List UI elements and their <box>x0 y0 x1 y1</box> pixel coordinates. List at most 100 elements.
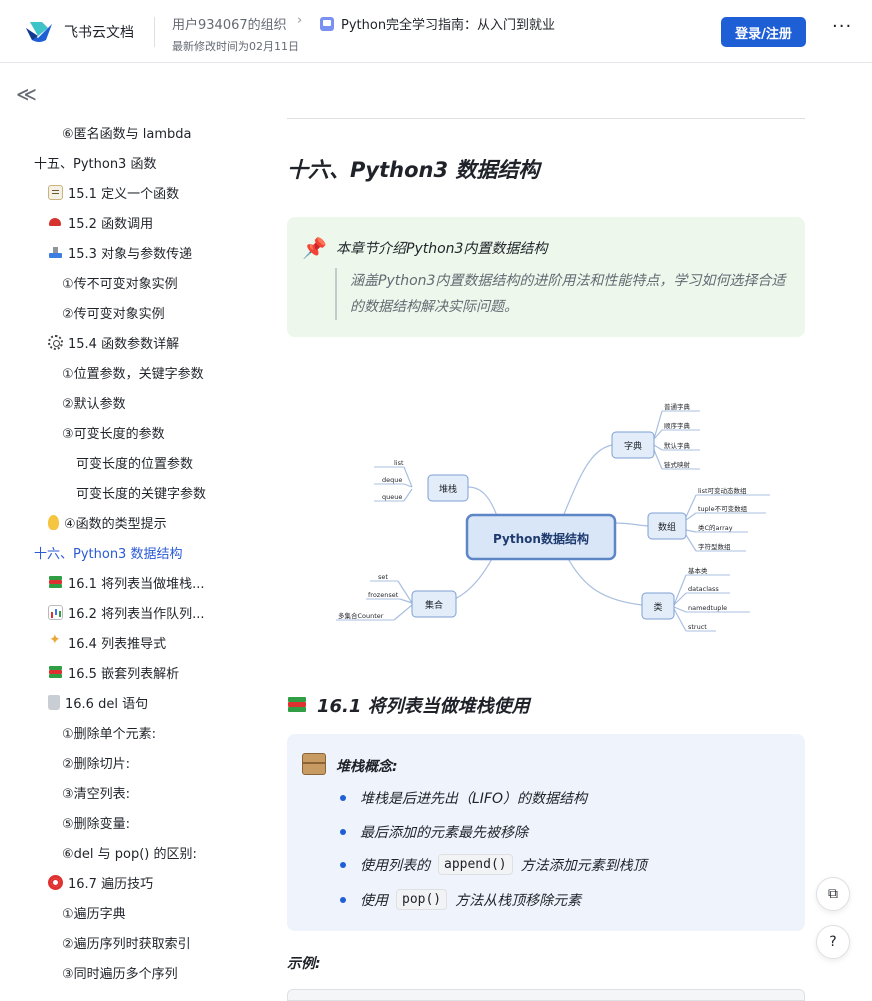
mindmap-branch-array: 数组 <box>658 521 676 533</box>
toc-item[interactable]: ②默认参数 <box>62 390 126 414</box>
toc-item[interactable]: 可变长度的位置参数 <box>76 450 193 474</box>
bullet-item: 使用列表的 append() 方法添加元素到栈顶 <box>340 854 647 875</box>
toc-item[interactable]: 16.5 嵌套列表解析 <box>48 660 179 684</box>
toc-label: ③可变长度的参数 <box>62 426 165 442</box>
toc-item[interactable]: 15.3 对象与参数传递 <box>48 240 192 264</box>
last-modified: 最新修改时间为02月11日 <box>172 40 299 53</box>
mindmap-leaf: 字符型数组 <box>698 542 731 551</box>
toc-item[interactable]: ③可变长度的参数 <box>62 420 165 444</box>
wastebasket-icon <box>48 694 60 710</box>
mindmap-leaf: 顺序字典 <box>664 421 691 430</box>
package-icon <box>302 753 326 775</box>
light-bulb-icon <box>48 514 59 530</box>
toc-label: 可变长度的位置参数 <box>76 456 194 472</box>
toc-item[interactable]: 16.6 del 语句 <box>48 690 148 714</box>
outbox-tray-icon <box>48 245 63 260</box>
bullet-text: 方法添加元素到栈顶 <box>520 857 647 874</box>
bullet-text: 使用 <box>360 892 388 909</box>
breadcrumb-doc-title[interactable]: Python完全学习指南：从入门到就业 <box>341 18 556 33</box>
help-icon[interactable]: ? <box>816 925 850 959</box>
toc-item[interactable]: ①遍历字典 <box>62 900 126 924</box>
books-icon <box>48 575 63 590</box>
toc-item[interactable]: ⑥del 与 pop() 的区别: <box>62 840 197 864</box>
callout-box <box>287 217 805 337</box>
toc-item-active[interactable]: 十六、Python3 数据结构 <box>34 540 182 564</box>
toc-label: 15.2 函数调用 <box>68 216 154 232</box>
feishu-logo-icon[interactable] <box>24 18 54 44</box>
inline-code: append() <box>438 854 513 875</box>
bullet-dot <box>340 861 346 868</box>
mindmap-leaf: 默认字典 <box>664 441 691 450</box>
toc-item[interactable]: ⑤删除变量: <box>62 810 130 834</box>
toc-item[interactable]: ④函数的类型提示 <box>48 510 167 534</box>
code-block[interactable] <box>287 989 805 1001</box>
bullet-dot <box>340 896 346 903</box>
mindmap-leaf: struct <box>688 623 707 631</box>
toc-label: 十五、Python3 函数 <box>34 156 157 172</box>
quote-bar <box>335 268 337 320</box>
direct-hit-icon <box>48 874 63 890</box>
mindmap-branch-class: 类 <box>653 601 662 613</box>
toc-item[interactable]: ①删除单个元素: <box>62 720 156 744</box>
toc-label: 十六、Python3 数据结构 <box>34 546 183 562</box>
toc-item[interactable]: 16.2 将列表当作队列... <box>48 600 204 624</box>
toc-label: ⑥del 与 pop() 的区别: <box>62 846 197 862</box>
toc-item[interactable]: 16.1 将列表当做堆栈... <box>48 570 204 594</box>
memo-icon <box>48 184 63 200</box>
breadcrumb-org[interactable]: 用户934067的组织 <box>172 18 287 33</box>
toc-item[interactable]: 十五、Python3 函数 <box>34 150 156 174</box>
mind-map-diagram[interactable]: Python数据结构 字典 数组 类 堆栈 集合 普通字典 顺序字典 默认字典 … <box>330 395 780 635</box>
concept-box <box>287 734 805 931</box>
bullet-dot <box>340 795 346 801</box>
toc-item[interactable]: 15.1 定义一个函数 <box>48 180 179 204</box>
header-divider <box>154 17 155 47</box>
toc-item[interactable]: ③清空列表: <box>62 780 130 804</box>
mindmap-leaf: tuple不可变数组 <box>698 504 748 513</box>
collapse-sidebar-icon[interactable]: ≪ <box>16 82 37 106</box>
bullet-text: 堆栈是后进先出（LIFO）的数据结构 <box>360 791 588 807</box>
toc-label: 15.4 函数参数详解 <box>68 336 180 352</box>
toc-item[interactable]: ②遍历序列时获取索引 <box>62 930 191 954</box>
toc-item[interactable]: 16.7 遍历技巧 <box>48 870 153 894</box>
sparkles-icon <box>48 632 63 650</box>
toc-label: ②传可变对象实例 <box>62 306 165 322</box>
mindmap-leaf: frozenset <box>368 591 399 599</box>
callout-title: 本章节介绍Python3内置数据结构 <box>336 241 548 257</box>
toc-label: ⑤删除变量: <box>62 816 131 832</box>
toc-item[interactable]: ⑥匿名函数与 lambda <box>62 120 192 144</box>
mindmap-leaf: 多集合Counter <box>338 611 384 620</box>
toc-item[interactable]: ①位置参数，关键字参数 <box>62 360 204 384</box>
toc-label: 15.1 定义一个函数 <box>68 186 180 202</box>
chevron-right-icon: › <box>297 13 303 28</box>
toc-label: 15.3 对象与参数传递 <box>68 246 193 262</box>
pushpin-icon: 📌 <box>302 236 327 260</box>
mindmap-leaf: 类C的array <box>698 523 733 532</box>
callout-quote: 涵盖Python3内置数据结构的进阶用法和性能特点，学习如何选择合适的数据结构解… <box>350 273 786 315</box>
toc-item[interactable]: 16.4 列表推导式 <box>48 630 166 654</box>
copy-icon[interactable]: ⧉ <box>816 877 850 911</box>
toc-item[interactable]: 可变长度的关键字参数 <box>76 480 206 504</box>
inline-code: pop() <box>396 889 448 910</box>
toc-item[interactable]: ①传不可变对象实例 <box>62 270 178 294</box>
toc-item[interactable]: ②删除切片: <box>62 750 130 774</box>
toc-item[interactable]: 15.4 函数参数详解 <box>48 330 179 354</box>
toc-label: ②删除切片: <box>62 756 131 772</box>
mindmap-leaf: dataclass <box>688 585 719 593</box>
toc-item[interactable]: 15.2 函数调用 <box>48 210 153 234</box>
toc-item[interactable]: ③同时遍历多个序列 <box>62 960 178 984</box>
gear-icon <box>48 334 63 350</box>
telephone-icon <box>48 215 63 230</box>
toc-label: ①传不可变对象实例 <box>62 276 178 292</box>
more-icon[interactable]: ··· <box>832 16 853 37</box>
toc-label: ④函数的类型提示 <box>64 516 167 532</box>
toc-label: 16.7 遍历技巧 <box>68 876 154 892</box>
login-register-button[interactable]: 登录/注册 <box>721 17 806 47</box>
mindmap-leaf: 基本类 <box>688 566 708 575</box>
concept-title: 堆栈概念: <box>336 759 398 775</box>
toc-label: ③同时遍历多个序列 <box>62 966 178 982</box>
toc-label: 16.4 列表推导式 <box>68 636 167 652</box>
brand-name[interactable]: 飞书云文档 <box>64 25 134 41</box>
toc-label: 16.5 嵌套列表解析 <box>68 666 180 682</box>
toc-label: ⑥匿名函数与 lambda <box>62 126 192 142</box>
toc-item[interactable]: ②传可变对象实例 <box>62 300 165 324</box>
